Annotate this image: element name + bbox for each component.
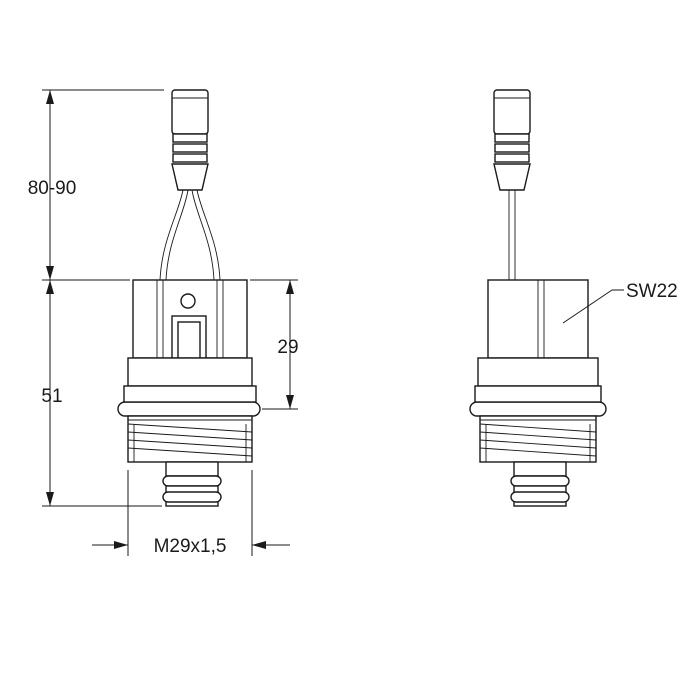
dimension-wrench-size: SW22 <box>562 281 678 324</box>
dimension-cable-length: 80-90 <box>28 90 77 280</box>
label-body-height: 51 <box>41 386 62 407</box>
front-seal-ring <box>117 385 261 417</box>
dimension-head-height: 29 <box>277 280 299 409</box>
side-connector-plug <box>493 89 531 191</box>
label-head-height: 29 <box>277 337 298 358</box>
dimension-thread: M29x1,5 <box>92 536 290 557</box>
front-wires <box>159 189 221 281</box>
label-wrench-size: SW22 <box>626 281 678 302</box>
side-collar <box>477 357 599 387</box>
side-spigot <box>510 461 570 507</box>
front-view <box>117 89 261 507</box>
side-seal-ring <box>469 385 607 417</box>
front-collar <box>127 357 253 387</box>
front-thread <box>127 415 253 463</box>
label-thread: M29x1,5 <box>154 536 227 557</box>
front-connector-plug <box>171 89 209 191</box>
side-wire <box>508 190 516 280</box>
front-head <box>132 279 248 359</box>
side-head <box>487 279 589 359</box>
label-cable-length: 80-90 <box>28 178 77 199</box>
side-thread <box>479 415 597 463</box>
side-view <box>469 89 607 507</box>
dimension-body-height: 51 <box>41 280 63 506</box>
front-spigot <box>162 461 222 507</box>
